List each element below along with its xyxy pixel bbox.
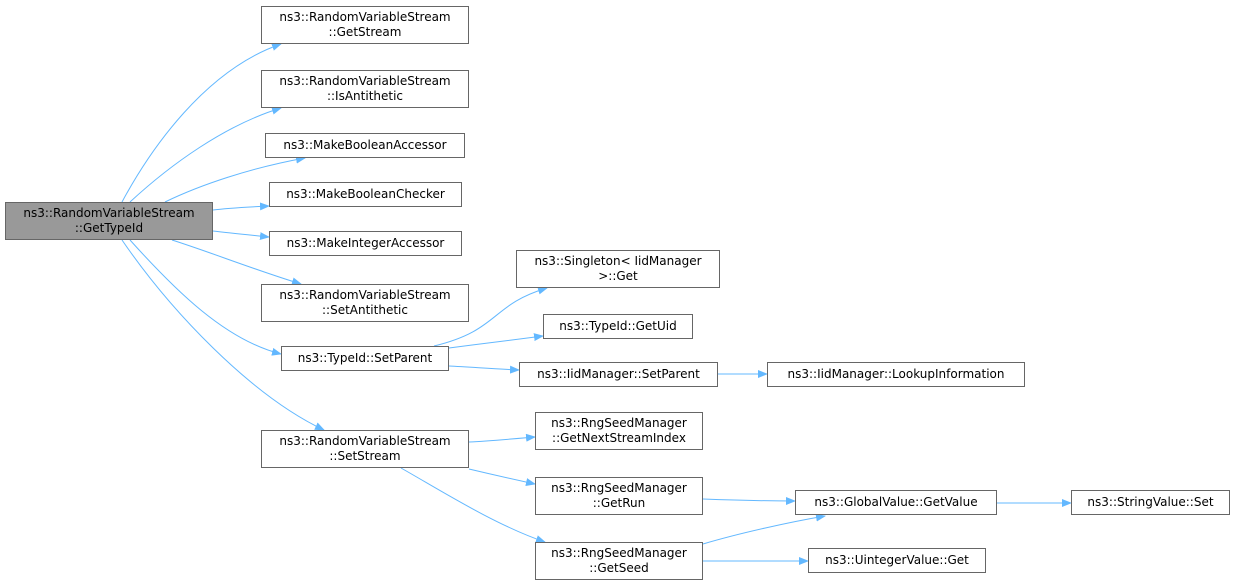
node-label-line: ns3::MakeBooleanAccessor <box>283 138 447 152</box>
node-randomvariablestream-gettypeid[interactable]: ns3::RandomVariableStream ::GetTypeId <box>5 202 213 240</box>
node-label-line: ns3::RandomVariableStream <box>279 434 451 448</box>
edge-root-makeboolchk <box>212 202 270 211</box>
node-label-line: ns3::IidManager::LookupInformation <box>787 367 1005 381</box>
node-rngseedmanager-getrun[interactable]: ns3::RngSeedManager ::GetRun <box>535 477 703 515</box>
edge-root-setantithetic <box>171 239 302 286</box>
node-label-line: >::Get <box>598 269 638 283</box>
node-randomvariablestream-isantithetic[interactable]: ns3::RandomVariableStream ::IsAntithetic <box>261 70 469 108</box>
node-label-line: ns3::RandomVariableStream <box>279 74 451 88</box>
node-label-line: ns3::MakeBooleanChecker <box>286 187 445 201</box>
node-label-line: ns3::TypeId::GetUid <box>559 319 677 333</box>
edge-tsp-singletonget <box>433 286 548 347</box>
edge-root-isantithetic <box>129 106 282 203</box>
edge-getseed-globalvalue <box>702 513 826 545</box>
node-label-line: ns3::TypeId::SetParent <box>297 351 433 365</box>
node-randomvariablestream-setstream[interactable]: ns3::RandomVariableStream ::SetStream <box>261 430 469 468</box>
node-typeid-getuid[interactable]: ns3::TypeId::GetUid <box>543 314 693 339</box>
node-singleton-iidmanager-get[interactable]: ns3::Singleton< IidManager >::Get <box>516 250 720 288</box>
node-iidmanager-lookupinformation[interactable]: ns3::IidManager::LookupInformation <box>767 362 1025 387</box>
edge-root-makeintacc <box>212 230 270 241</box>
node-rngseedmanager-getnextstreamindex[interactable]: ns3::RngSeedManager ::GetNextStreamIndex <box>535 412 703 450</box>
edge-root-getstream <box>121 43 282 203</box>
node-label-line: ns3::RandomVariableStream <box>279 288 451 302</box>
edge-setstream-getseed <box>400 467 546 543</box>
node-typeid-setparent[interactable]: ns3::TypeId::SetParent <box>281 346 449 371</box>
node-makeintegeraccessor[interactable]: ns3::MakeIntegerAccessor <box>269 231 462 256</box>
node-label-line: ns3::StringValue::Set <box>1087 495 1214 509</box>
node-label-line: ns3::Singleton< IidManager <box>534 254 702 268</box>
edge-setstream-getrun <box>468 468 536 486</box>
node-label-line: ns3::IidManager::SetParent <box>537 367 700 381</box>
node-label-line: ::GetTypeId <box>74 221 144 235</box>
edge-getrun-globalvalue <box>702 496 796 505</box>
node-label-line: ::GetRun <box>592 496 646 510</box>
node-label-line: ::IsAntithetic <box>326 89 404 103</box>
node-uintegervalue-get[interactable]: ns3::UintegerValue::Get <box>808 548 986 573</box>
edge-root-typeidsetparent <box>129 239 282 356</box>
node-label-line: ns3::UintegerValue::Get <box>825 553 969 567</box>
edge-setstream-nextstream <box>468 433 536 443</box>
node-label-line: ::GetSeed <box>589 561 649 575</box>
node-label-line: ns3::MakeIntegerAccessor <box>286 236 445 250</box>
node-makebooleanchecker[interactable]: ns3::MakeBooleanChecker <box>269 182 462 207</box>
node-label-line: ::SetAntithetic <box>322 303 408 317</box>
node-label-line: ns3::RngSeedManager <box>551 416 687 430</box>
edge-root-makeboolacc <box>164 155 306 203</box>
node-label-line: ns3::RandomVariableStream <box>279 10 451 24</box>
node-label-line: ::GetNextStreamIndex <box>552 431 686 445</box>
edge-root-setstream <box>121 239 325 431</box>
node-rngseedmanager-getseed[interactable]: ns3::RngSeedManager ::GetSeed <box>535 542 703 580</box>
node-label-line: ns3::RngSeedManager <box>551 481 687 495</box>
node-label-line: ns3::RandomVariableStream <box>23 206 195 220</box>
node-makebooleanaccessor[interactable]: ns3::MakeBooleanAccessor <box>265 133 465 158</box>
node-randomvariablestream-getstream[interactable]: ns3::RandomVariableStream ::GetStream <box>261 6 469 44</box>
node-label-line: ::SetStream <box>329 449 401 463</box>
node-label-line: ns3::GlobalValue::GetValue <box>814 495 978 509</box>
node-stringvalue-set[interactable]: ns3::StringValue::Set <box>1071 490 1230 515</box>
edge-tsp-getuid <box>448 333 544 349</box>
node-globalvalue-getvalue[interactable]: ns3::GlobalValue::GetValue <box>795 490 997 515</box>
node-randomvariablestream-setantithetic[interactable]: ns3::RandomVariableStream ::SetAntitheti… <box>261 284 469 322</box>
edge-tsp-iidsetparent <box>448 365 520 374</box>
node-label-line: ns3::RngSeedManager <box>551 546 687 560</box>
node-label-line: ::GetStream <box>328 25 402 39</box>
node-iidmanager-setparent[interactable]: ns3::IidManager::SetParent <box>519 362 718 387</box>
